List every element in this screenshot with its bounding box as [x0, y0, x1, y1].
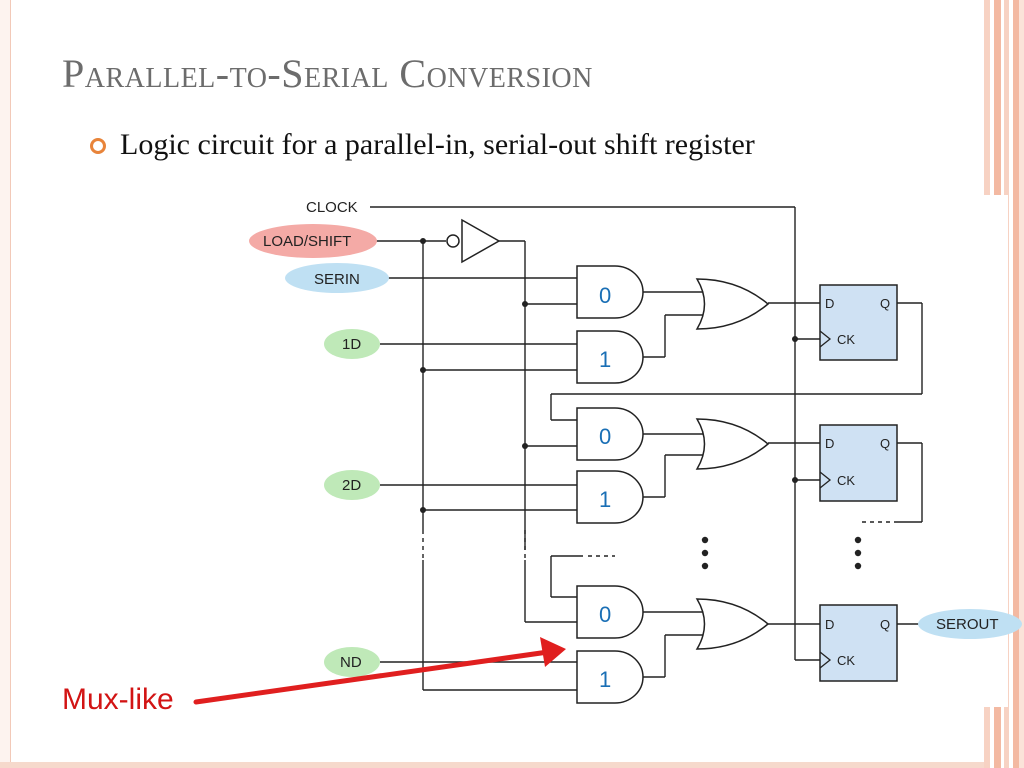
flipflop-stage-1: D Q CK	[819, 284, 898, 361]
inverter-gate	[446, 218, 501, 264]
and-gate-0-stage-2	[576, 407, 644, 461]
serin-label: SERIN	[314, 271, 360, 288]
flipflop-ck-label: CK	[837, 332, 855, 347]
or-gate-stage-1	[695, 278, 770, 330]
and-gate-label: 1	[599, 347, 611, 372]
mux-like-arrow	[193, 637, 566, 705]
dashed-wires	[422, 521, 897, 560]
bullet-text: Logic circuit for a parallel-in, serial-…	[120, 128, 755, 161]
flipflop-q-label: Q	[880, 617, 890, 632]
serout-label: SEROUT	[936, 616, 999, 633]
dn-label: ND	[340, 654, 362, 671]
flipflop-q-label: Q	[880, 296, 890, 311]
and-gate-label: 0	[599, 424, 611, 449]
flipflop-stage-n: D Q CK	[819, 604, 898, 682]
flipflop-ck-label: CK	[837, 653, 855, 668]
flipflop-stage-2: D Q CK	[819, 424, 898, 502]
slide-bottom-border	[0, 762, 1024, 768]
d1-highlight	[324, 329, 380, 359]
flipflop-q-label: Q	[880, 436, 890, 451]
junction-dots	[420, 238, 862, 570]
or-gate-stage-2	[695, 418, 770, 470]
or-gate-stage-n	[695, 598, 770, 650]
load-shift-highlight	[249, 224, 377, 258]
bullet-item: Logic circuit for a parallel-in, serial-…	[90, 128, 755, 162]
and-gate-1-stage-2	[576, 470, 644, 524]
slide-title: Parallel-to-Serial Conversion	[62, 51, 593, 96]
and-gate-label: 1	[599, 667, 611, 692]
serout-highlight	[918, 609, 1022, 639]
and-gate-0-stage-n	[576, 585, 644, 639]
serin-highlight	[285, 263, 389, 293]
clock-label: CLOCK	[306, 199, 358, 216]
d2-highlight	[324, 470, 380, 500]
bullet-icon	[90, 138, 106, 154]
flipflop-ck-label: CK	[837, 473, 855, 488]
flipflop-d-label: D	[825, 617, 834, 632]
and-gate-0-stage-1	[576, 265, 644, 319]
d1-label: 1D	[342, 336, 361, 353]
and-gate-1-stage-1	[576, 330, 644, 384]
slide-left-border	[0, 0, 11, 768]
d2-label: 2D	[342, 477, 361, 494]
and-gate-label: 0	[599, 602, 611, 627]
flipflop-d-label: D	[825, 436, 834, 451]
flipflop-d-label: D	[825, 296, 834, 311]
and-gate-label: 0	[599, 283, 611, 308]
dn-highlight	[324, 647, 380, 677]
mux-like-label: Mux-like	[62, 683, 174, 716]
load-shift-label: LOAD/SHIFT	[263, 233, 351, 250]
and-gate-1-stage-n	[576, 650, 644, 704]
and-gate-label: 1	[599, 487, 611, 512]
